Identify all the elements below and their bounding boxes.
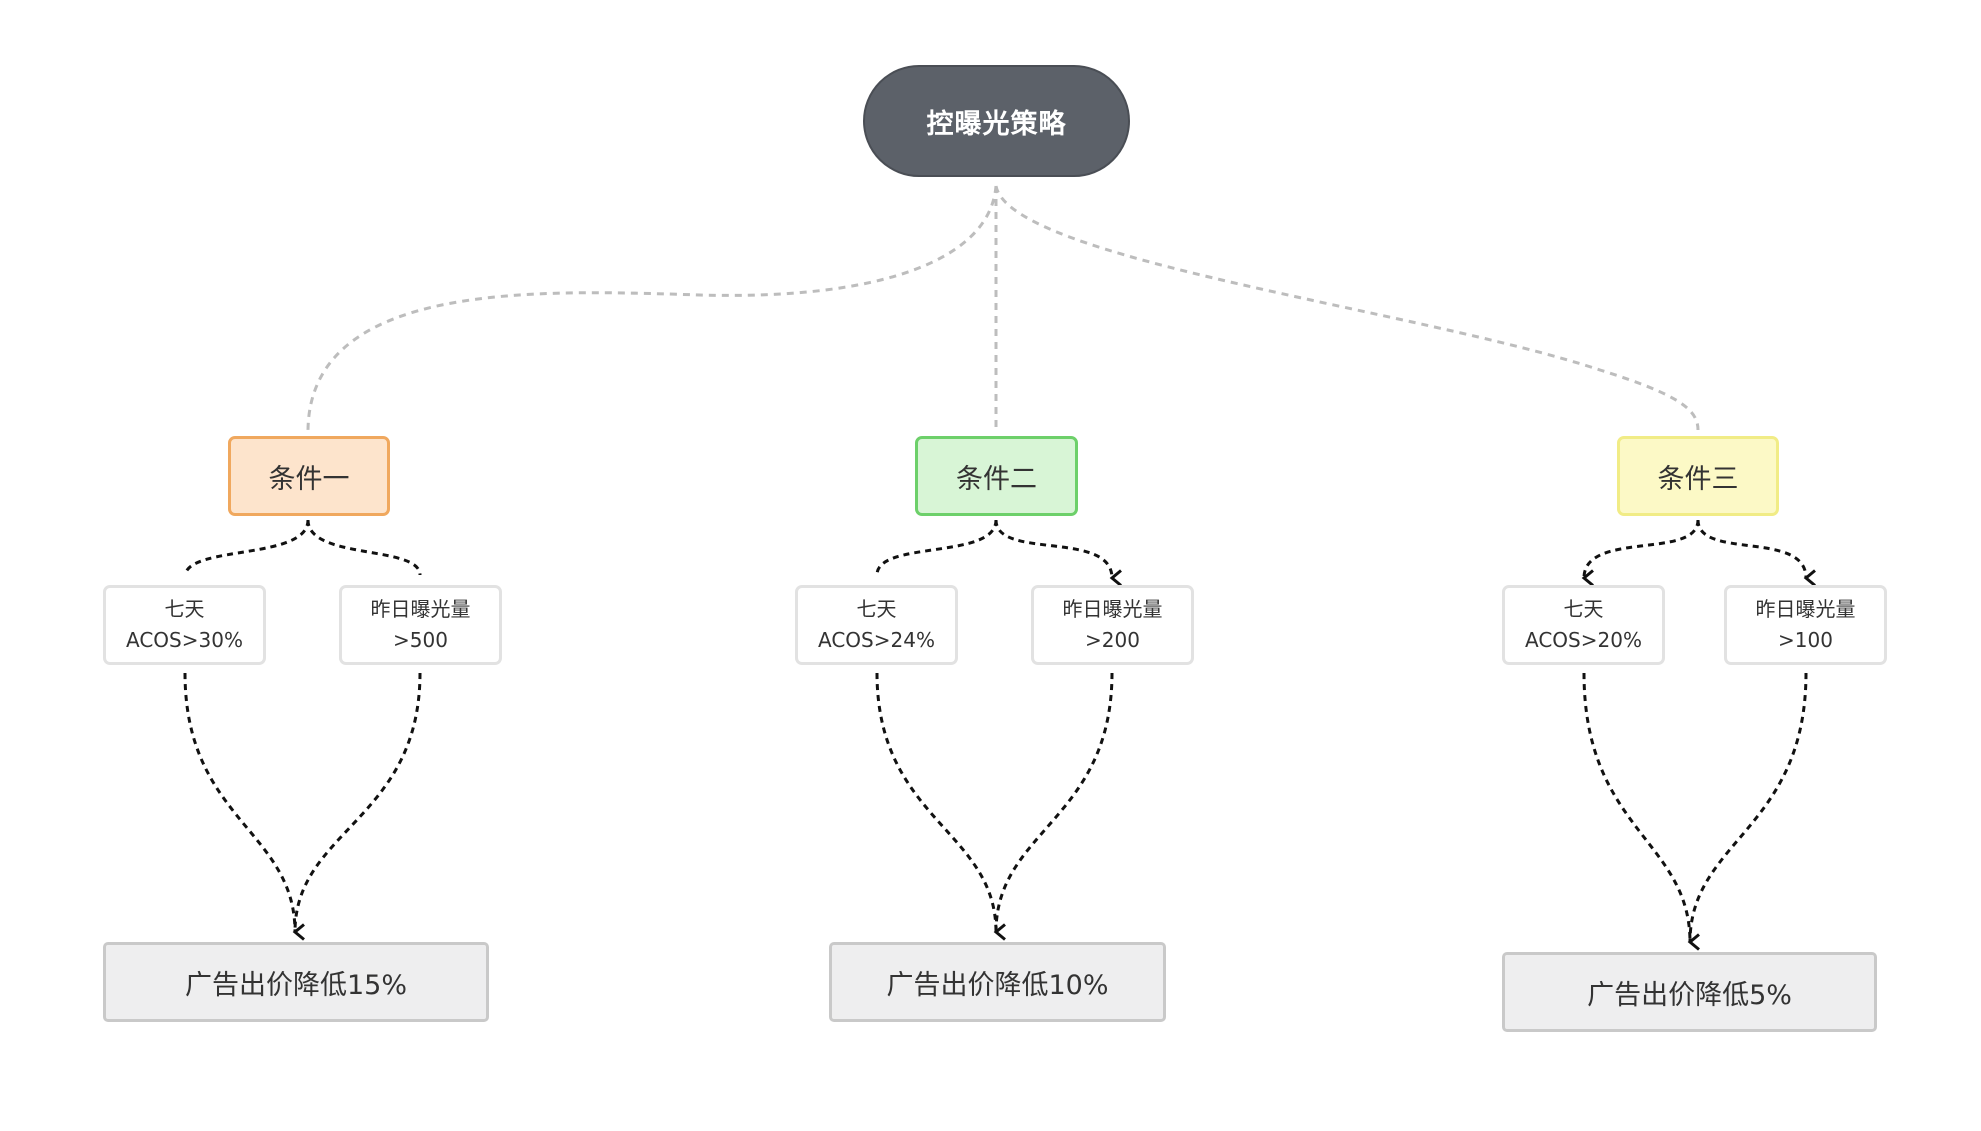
- criterion-threshold: >200: [1085, 628, 1140, 652]
- connector-condition-3-to-criterion-2: [1696, 519, 1816, 587]
- connector-criterion-3-2-to-result-3: [1688, 672, 1808, 943]
- criterion-node-1-2[interactable]: 昨日曝光量 >500: [339, 585, 502, 665]
- connector-criterion-2-1-to-result-2: [875, 672, 1006, 941]
- connector-criterion-1-2-to-result-1: [293, 672, 422, 933]
- criterion-title: 昨日曝光量: [1755, 597, 1856, 621]
- connector-condition-2-to-criterion-1: [875, 519, 998, 576]
- result-node-label: 广告出价降低5%: [1587, 979, 1792, 1011]
- criterion-node-1-1[interactable]: 七天 ACOS>30%: [103, 585, 266, 665]
- result-node-1[interactable]: 广告出价降低15%: [103, 942, 489, 1022]
- condition-node-3[interactable]: 条件三: [1617, 436, 1779, 516]
- connector-condition-1-to-criterion-1: [183, 519, 310, 576]
- result-node-label: 广告出价降低10%: [886, 969, 1109, 1001]
- criterion-node-3-1[interactable]: 七天 ACOS>20%: [1502, 585, 1665, 665]
- criterion-title: 昨日曝光量: [1062, 597, 1163, 621]
- connector-condition-2-to-criterion-2: [994, 519, 1122, 587]
- criterion-node-2-1[interactable]: 七天 ACOS>24%: [795, 585, 958, 665]
- connector-criterion-1-1-to-result-1: [183, 672, 305, 941]
- connector-root-to-condition-3: [994, 185, 1700, 431]
- condition-node-label: 条件一: [268, 463, 350, 495]
- result-node-2[interactable]: 广告出价降低10%: [829, 942, 1166, 1022]
- connector-root-to-condition-1: [306, 185, 998, 431]
- criterion-title: 七天: [164, 597, 205, 621]
- root-node-label: 控曝光策略: [926, 108, 1067, 140]
- criterion-threshold: >100: [1778, 628, 1833, 652]
- criterion-node-3-2[interactable]: 昨日曝光量 >100: [1724, 585, 1887, 665]
- criterion-threshold: ACOS>30%: [126, 628, 243, 652]
- criterion-threshold: ACOS>20%: [1525, 628, 1642, 652]
- condition-node-label: 条件三: [1657, 463, 1739, 495]
- condition-node-1[interactable]: 条件一: [228, 436, 390, 516]
- criterion-title: 七天: [856, 597, 897, 621]
- criterion-title: 昨日曝光量: [370, 597, 471, 621]
- criterion-node-2-2[interactable]: 昨日曝光量 >200: [1031, 585, 1194, 665]
- criterion-title: 七天: [1563, 597, 1604, 621]
- result-node-label: 广告出价降低15%: [184, 969, 407, 1001]
- root-node[interactable]: 控曝光策略: [863, 65, 1130, 177]
- connector-condition-1-to-criterion-2: [306, 519, 422, 576]
- connector-criterion-2-2-to-result-2: [994, 672, 1114, 933]
- connector-condition-3-to-criterion-1: [1581, 519, 1700, 587]
- condition-node-label: 条件二: [956, 463, 1037, 495]
- condition-node-2[interactable]: 条件二: [915, 436, 1078, 516]
- criterion-threshold: >500: [393, 628, 448, 652]
- result-node-3[interactable]: 广告出价降低5%: [1502, 952, 1877, 1032]
- connector-criterion-3-1-to-result-3: [1582, 672, 1700, 951]
- criterion-threshold: ACOS>24%: [818, 628, 935, 652]
